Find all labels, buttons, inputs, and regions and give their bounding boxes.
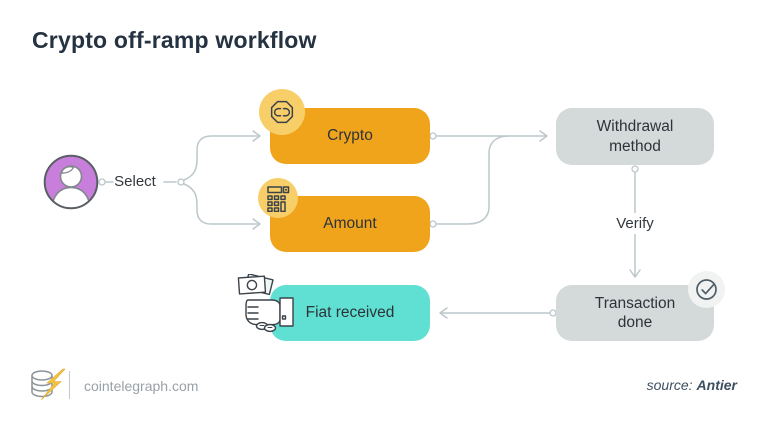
- transaction-done-label: Transaction done: [594, 294, 676, 331]
- footer-divider: [69, 371, 70, 399]
- fiat-received-label: Fiat received: [305, 304, 395, 322]
- connector-node: [429, 132, 437, 140]
- select-label: Select: [114, 173, 156, 190]
- cointelegraph-logo-icon: [31, 368, 66, 401]
- arrowhead-crypto: [252, 130, 261, 142]
- coin-icon: [270, 100, 294, 124]
- page-title: Crypto off-ramp workflow: [32, 27, 317, 53]
- arrowhead-transaction: [629, 269, 641, 278]
- arrowhead-amount: [252, 218, 261, 230]
- calculator-badge: [258, 178, 298, 218]
- connector-node: [631, 165, 639, 173]
- arrowhead-withdrawal: [539, 130, 548, 142]
- source-label: source:Antier: [647, 377, 737, 393]
- amount-box: Amount: [270, 196, 430, 252]
- fiat-received-box: Fiat received: [270, 285, 430, 341]
- withdrawal-method-box: Withdrawal method: [556, 108, 714, 165]
- cash-in-hand-icon: [237, 274, 294, 333]
- connector-branch-up: [183, 135, 260, 181]
- calculator-icon: [267, 186, 290, 212]
- transaction-done-box: Transaction done: [556, 285, 714, 341]
- arrowhead-fiat: [439, 307, 448, 319]
- site-label: cointelegraph.com: [84, 378, 199, 394]
- check-circle-icon: [696, 279, 717, 300]
- coin-badge: [259, 89, 305, 135]
- connector-node: [177, 178, 185, 186]
- verify-label: Verify: [605, 213, 665, 234]
- crypto-label: Crypto: [327, 127, 373, 145]
- connector-branch-down: [183, 183, 260, 225]
- amount-label: Amount: [323, 215, 377, 233]
- withdrawal-method-label: Withdrawal method: [596, 118, 674, 155]
- connector-amount-merge: [435, 135, 509, 225]
- connector-node: [429, 220, 437, 228]
- source-name: Antier: [696, 377, 737, 393]
- connector-node: [98, 178, 106, 186]
- source-prefix: source:: [646, 377, 693, 393]
- user-icon: [43, 154, 99, 210]
- check-badge: [688, 271, 725, 308]
